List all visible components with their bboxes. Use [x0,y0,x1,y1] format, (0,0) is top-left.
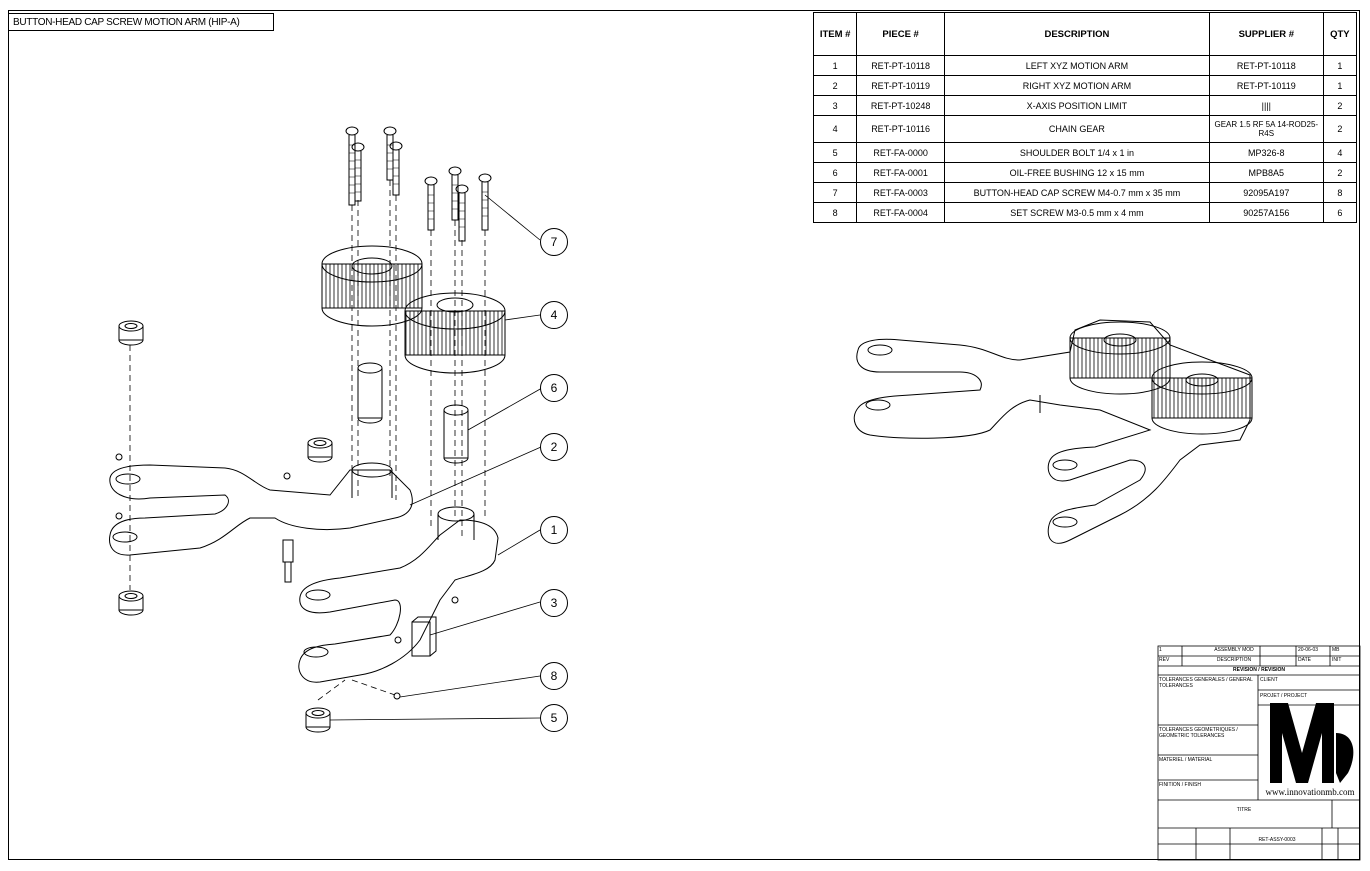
callout-7: 7 [540,228,568,256]
callout-4: 4 [540,301,568,329]
tb-by-header: INIT [1332,657,1342,663]
screw [383,126,397,181]
gear [321,245,423,327]
bushing [357,362,383,424]
bom-header-qty: QTY [1322,12,1358,56]
screw [389,141,403,196]
tb-rev-by: MB [1332,647,1340,653]
drawing-frame [8,10,1360,860]
tb-material: MATERIEL / MATERIAL [1159,757,1213,763]
tb-date-header: DATE [1298,657,1311,663]
bom-header-row: ITEM # PIECE # DESCRIPTION SUPPLIER # QT… [812,12,1358,56]
left-motion-arm [298,506,499,683]
bom-row: 3 RET-PT-10248 X-AXIS POSITION LIMIT |||… [812,95,1358,116]
tb-tolerances: TOLERANCES GENERALES / GENERAL TOLERANCE… [1159,677,1253,689]
bom-qty: 6 [1322,202,1358,223]
drawing-title: BUTTON-HEAD CAP SCREW MOTION ARM (HIP-A) [8,13,274,31]
tb-rev-desc: ASSEMBLY MOD [1214,647,1254,653]
assembly-axes [129,180,486,701]
leader-lines [329,194,543,721]
logo-mark-icon [1270,703,1354,783]
bom-supplier: GEAR 1.5 RF 5A 14-ROD25-R4S [1208,115,1324,143]
tb-drawing-number: RET-ASSY-0003 [1258,837,1296,843]
tb-client: CLIENT [1260,677,1278,683]
screw-group [345,126,492,242]
screw [478,173,492,231]
bushing [443,404,469,464]
bom-description: SET SCREW M3-0.5 mm x 4 mm [943,202,1210,223]
tb-rev-header: REV [1159,657,1170,663]
bom-qty: 8 [1322,182,1358,203]
tb-rev-date: 20-06-03 [1298,647,1319,653]
small-pin [282,539,294,583]
callout-1: 1 [540,516,568,544]
company-website: www.innovationmb.com [1265,787,1355,797]
tb-finish: FINITION / FINISH [1159,782,1201,788]
spacer [118,590,144,616]
position-limit [411,616,437,657]
bom-header-item: ITEM # [812,12,858,56]
bom-row: 4 RET-PT-10116 CHAIN GEAR GEAR 1.5 RF 5A… [812,115,1358,143]
spacer [307,437,333,463]
bill-of-materials-table: ITEM # PIECE # DESCRIPTION SUPPLIER # QT… [812,12,1358,223]
title-block: 1 ASSEMBLY MOD 20-06-03 MB REV DESCRIPTI… [1158,646,1360,860]
spacer [118,320,144,346]
company-logo: www.innovationmb.com [1262,693,1358,799]
tb-project: PROJET / PROJECT [1260,693,1308,699]
callout-3: 3 [540,589,568,617]
set-screw [115,453,459,700]
tb-title-label: TITRE [1236,807,1252,813]
spacer [305,707,331,733]
bom-row: 8 RET-FA-0004 SET SCREW M3-0.5 mm x 4 mm… [812,202,1358,223]
tb-desc-header: DESCRIPTION [1216,657,1252,663]
bom-qty: 1 [1322,55,1358,76]
title-block-lines [1157,645,1361,861]
bom-row: 6 RET-FA-0001 OIL-FREE BUSHING 12 x 15 m… [812,162,1358,183]
isometric-assembly [853,319,1253,544]
tb-revision-label: REVISION / REVISION [1233,667,1285,673]
screw [345,126,359,206]
bom-item: 8 [812,202,858,223]
bom-row: 5 RET-FA-0000 SHOULDER BOLT 1/4 x 1 in M… [812,142,1358,163]
screw [424,176,438,231]
callout-6: 6 [540,374,568,402]
bom-header-piece: PIECE # [856,12,945,56]
callout-2: 2 [540,433,568,461]
screw [351,142,365,202]
tb-rev-value: 1 [1159,647,1162,653]
callout-5: 5 [540,704,568,732]
right-motion-arm [109,462,413,556]
callout-8: 8 [540,662,568,690]
bom-qty: 4 [1322,142,1358,163]
tb-geometric-tolerances: TOLERANCES GEOMETRIQUES / GEOMETRIC TOLE… [1159,727,1238,739]
